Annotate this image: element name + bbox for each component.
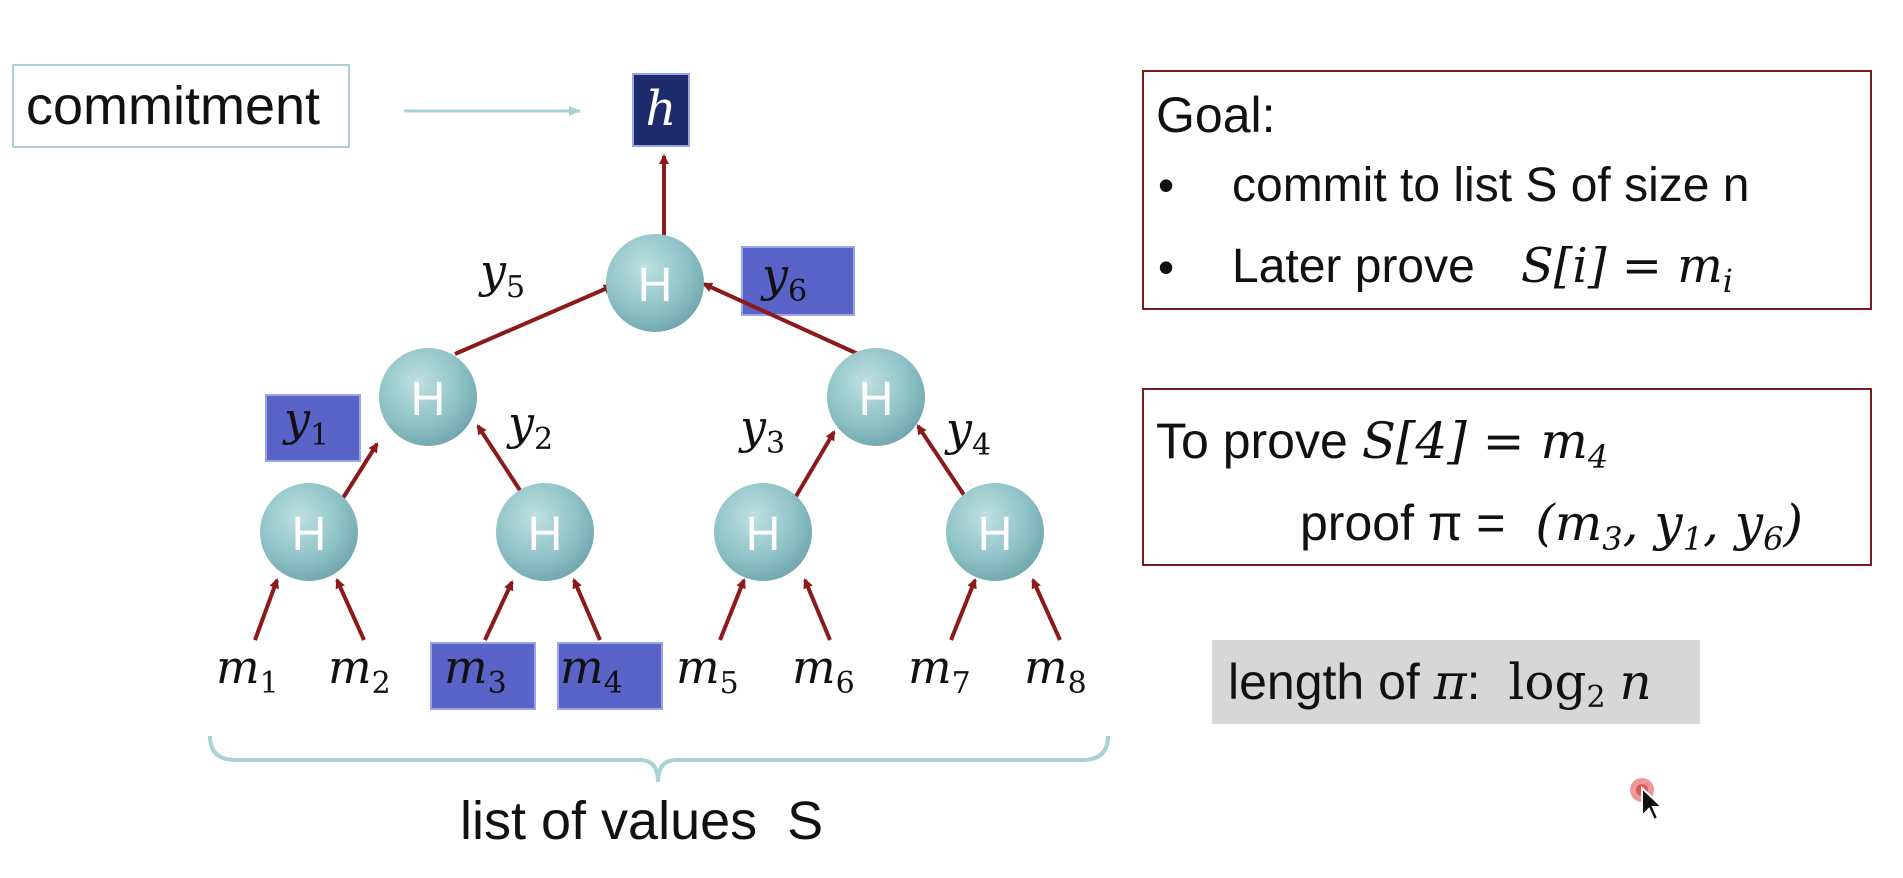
highlight-y6 <box>741 246 855 316</box>
edge-l2d-l1b <box>916 424 968 500</box>
proof-length-box: length of π: log2 n <box>1212 640 1700 724</box>
edge-m4 <box>572 578 602 641</box>
highlight-m4 <box>557 642 663 710</box>
prove-line-2: proof π = (m3, y1, y6) <box>1300 494 1803 558</box>
highlight-y1 <box>265 394 361 462</box>
svg-text:H: H <box>292 508 327 561</box>
label-y1: y1 <box>284 392 330 453</box>
leaf-m8: m8 <box>1024 640 1087 701</box>
svg-text:H: H <box>746 508 781 561</box>
edge-l1a-root <box>454 284 614 356</box>
leaf-m3: m3 <box>444 640 507 701</box>
proof-panel: To prove S[4] = m4 proof π = (m3, y1, y6… <box>1142 388 1872 566</box>
edge-l2a-l1a <box>341 442 379 500</box>
label-y5: y5 <box>480 244 526 305</box>
edge-l1b-root <box>702 282 859 356</box>
label-y4: y4 <box>946 402 992 463</box>
svg-text:H: H <box>528 508 563 561</box>
svg-text:H: H <box>411 373 446 426</box>
svg-text:H: H <box>638 259 673 312</box>
bullet-dot-2: • <box>1158 241 1175 293</box>
edge-l2c-l1b <box>793 430 836 500</box>
edge-m1 <box>253 578 279 641</box>
hash-node-l2a: H <box>260 483 358 581</box>
edge-m2 <box>335 578 366 641</box>
hash-node-l2c: H <box>714 483 812 581</box>
hash-node-root: H <box>606 234 704 332</box>
hash-node-l2b: H <box>496 483 594 581</box>
leaf-m6: m6 <box>792 640 855 701</box>
commitment-label: commitment <box>12 64 350 148</box>
hash-node-l1a: H <box>379 348 477 446</box>
list-brace <box>208 735 1110 783</box>
bullet-dot-1: • <box>1158 159 1175 211</box>
root-hash-h: h <box>632 73 690 147</box>
hash-node-l2d: H <box>946 483 1044 581</box>
svg-text:H: H <box>978 508 1013 561</box>
leaf-m5: m5 <box>676 640 739 701</box>
leaf-m1: m1 <box>216 640 279 701</box>
leaf-m7: m7 <box>908 640 971 701</box>
goal-bullet-2-text: Later prove <box>1232 240 1475 293</box>
edge-m5 <box>718 578 746 641</box>
mouse-pointer-icon <box>1630 778 1665 822</box>
highlight-m3 <box>430 642 536 710</box>
list-caption: list of values S <box>460 791 824 851</box>
goal-title: Goal: <box>1156 87 1276 143</box>
hash-node-l1b: H <box>827 348 925 446</box>
leaf-m2: m2 <box>328 640 391 701</box>
edge-m8 <box>1031 578 1062 641</box>
leaf-m4: m4 <box>560 640 623 701</box>
goal-bullet-1: commit to list S of size n <box>1232 159 1750 212</box>
svg-text:H: H <box>859 373 894 426</box>
label-y6: y6 <box>762 248 808 309</box>
goal-bullet-2-math: S[i] = m <box>1520 238 1723 294</box>
edge-l2b-l1a <box>476 424 527 500</box>
prove-line-1: To prove S[4] = m4 <box>1156 412 1609 476</box>
goal-panel: Goal: • commit to list S of size n • Lat… <box>1142 70 1872 310</box>
edge-m7 <box>949 578 977 641</box>
label-y3: y3 <box>740 400 786 461</box>
edge-m6 <box>803 578 832 641</box>
label-y2: y2 <box>508 396 554 457</box>
edge-m3 <box>483 580 514 641</box>
